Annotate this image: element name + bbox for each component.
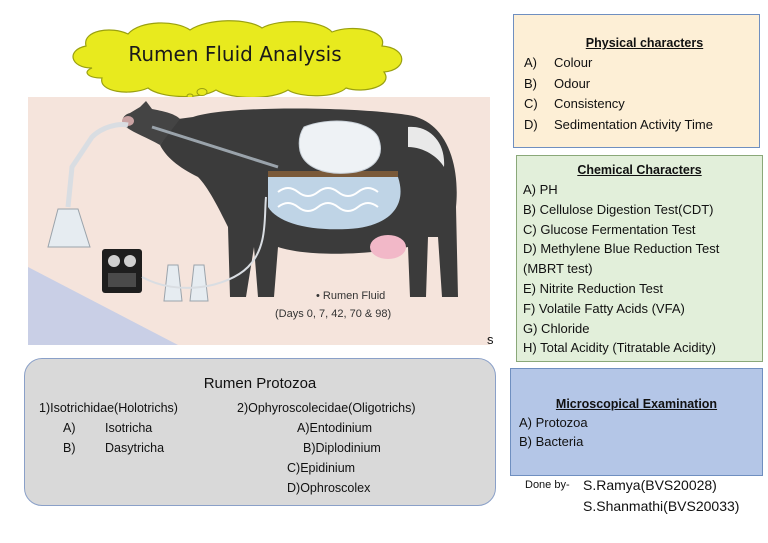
chemical-item: F) Volatile Fatty Acids (VFA) xyxy=(523,300,685,316)
cow-head xyxy=(122,101,180,145)
chemical-characters-box: Chemical Characters A) PH B) Cellulose D… xyxy=(516,155,763,362)
group1-heading: 1)Isotrichidae(Holotrichs) xyxy=(39,401,178,415)
microscopical-item: A) Protozoa xyxy=(519,415,588,430)
rumen-stomach xyxy=(268,177,401,230)
title-cloud-shape xyxy=(72,20,403,98)
chemical-title: Chemical Characters xyxy=(577,163,702,177)
group1-item: B)Dasytricha xyxy=(63,441,165,455)
sample-bottle xyxy=(163,264,183,302)
stray-mark: s xyxy=(487,332,494,347)
physical-item: B)Odour xyxy=(524,75,591,91)
protozoa-title: Rumen Protozoa xyxy=(203,375,317,392)
physical-characters-box: Physical characters A)Colour B)Odour C)C… xyxy=(513,14,760,148)
author-name: S.Shanmathi(BVS20033) xyxy=(583,498,740,514)
collection-flask xyxy=(47,208,91,248)
group1-item: A)Isotricha xyxy=(63,421,153,435)
chemical-item: (MBRT test) xyxy=(523,261,593,277)
group2-item: B)Diplodinium xyxy=(303,441,381,455)
microscopical-examination-box: Microscopical Examination A) Protozoa B)… xyxy=(510,368,763,476)
page-title: Rumen Fluid Analysis xyxy=(128,42,342,66)
chemical-item: D) Methylene Blue Reduction Test xyxy=(523,241,720,257)
rumen-fluid-label: • Rumen Fluid xyxy=(316,290,386,302)
physical-title: Physical characters xyxy=(585,36,704,50)
chemical-item: E) Nitrite Reduction Test xyxy=(523,280,663,296)
chemical-item: B) Cellulose Digestion Test(CDT) xyxy=(523,201,714,217)
chemical-item: A) PH xyxy=(523,182,558,197)
group2-item: D)Ophroscolex xyxy=(287,481,371,495)
physical-item: C)Consistency xyxy=(524,96,625,111)
group2-heading: 2)Ophyroscolecidae(Oligotrichs) xyxy=(237,401,416,415)
physical-item: A)Colour xyxy=(524,55,593,70)
microscopical-title: Microscopical Examination xyxy=(555,397,718,411)
udder xyxy=(370,235,406,259)
sampling-days-label: (Days 0, 7, 42, 70 & 98) xyxy=(275,308,392,320)
rumen-protozoa-box: Rumen Protozoa 1)Isotrichidae(Holotrichs… xyxy=(24,358,496,506)
chemical-item: H) Total Acidity (Titratable Acidity) xyxy=(523,340,716,356)
group2-item: A)Entodinium xyxy=(297,421,373,435)
author-name: S.Ramya(BVS20028) xyxy=(583,477,717,493)
chemical-item: G) Chloride xyxy=(523,320,590,336)
group2-item: C)Epidinium xyxy=(287,461,356,475)
physical-item: D)Sedimentation Activity Time xyxy=(524,116,713,132)
cow-rumen-illustration xyxy=(28,97,490,345)
credits-prefix: Done by- xyxy=(525,479,570,491)
sample-bottle xyxy=(189,264,209,302)
microscopical-item: B) Bacteria xyxy=(519,434,584,449)
chemical-item: C) Glucose Fermentation Test xyxy=(523,221,696,237)
